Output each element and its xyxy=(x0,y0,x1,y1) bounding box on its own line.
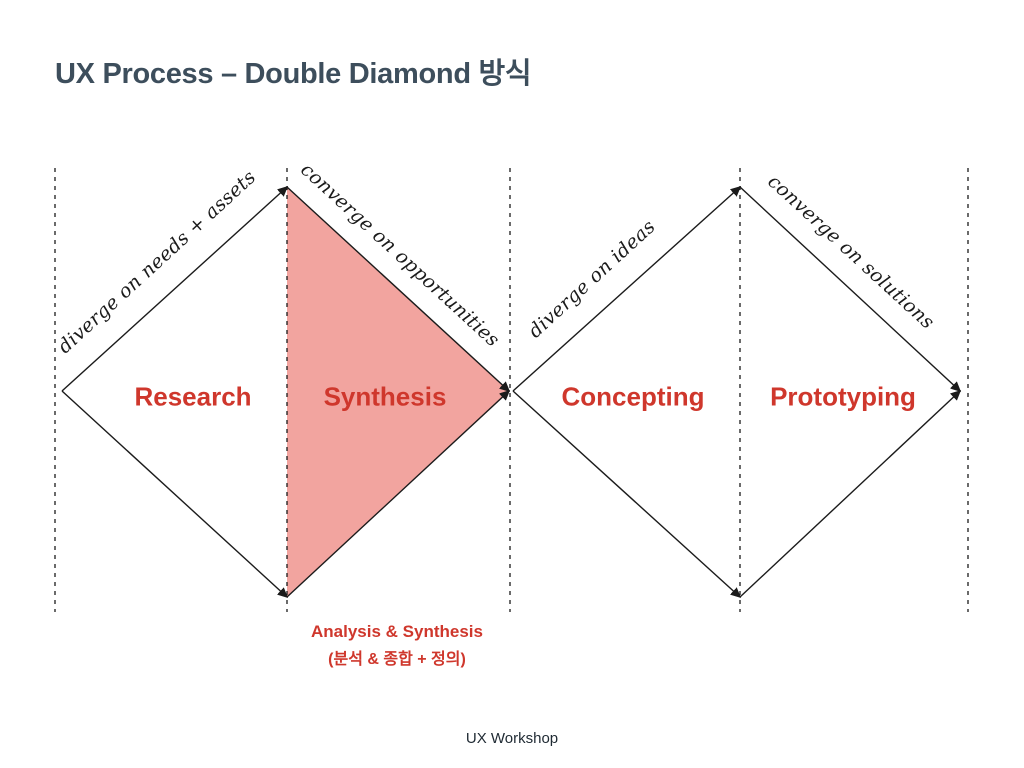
diamond-edge-arrow xyxy=(286,186,511,393)
diamond-edges xyxy=(61,185,962,599)
diamond-edge-arrow xyxy=(739,389,962,598)
footer-text: UX Workshop xyxy=(465,730,559,747)
diamond-edge-arrow xyxy=(739,186,962,393)
annotation-line1: Analysis & Synthesis xyxy=(311,622,483,641)
annotation-line2: (분석 & 종합 + 정의) xyxy=(328,651,466,668)
phase-label-research: Research xyxy=(134,381,252,412)
annotation: Analysis & Synthesis (분석 & 종합 + 정의) xyxy=(311,622,483,669)
diamond-edge-arrow xyxy=(512,390,742,599)
phase-label-concepting: Concepting xyxy=(561,381,705,412)
diamond-edge-arrow xyxy=(286,389,511,598)
diamond-edge-arrow xyxy=(61,185,289,392)
dashed-guide-lines xyxy=(54,168,969,612)
phase-label-prototyping: Prototyping xyxy=(770,381,916,412)
synthesis-highlight-triangle xyxy=(287,187,509,597)
page-title: UX Process – Double Diamond 방식 xyxy=(55,58,532,90)
diamond-edge-arrow xyxy=(512,185,742,392)
phase-label-synthesis: Synthesis xyxy=(323,381,447,412)
diamond-edge-arrow xyxy=(61,390,289,599)
